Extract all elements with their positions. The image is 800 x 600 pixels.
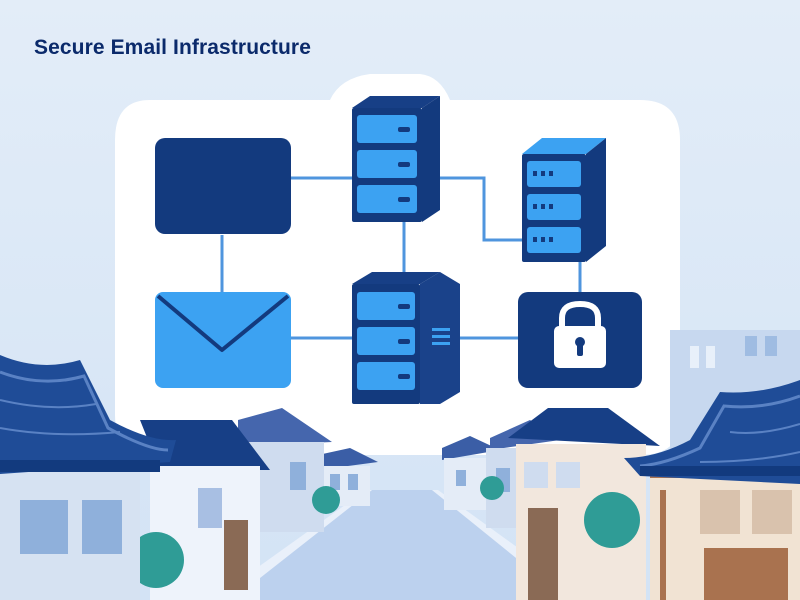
server-rack-icon — [533, 171, 553, 242]
security-tile — [518, 292, 642, 388]
server-rack-icon — [398, 304, 410, 379]
house-right-traditional — [624, 380, 800, 600]
server-center — [352, 272, 460, 404]
road — [225, 490, 575, 600]
edge-server-top-right — [440, 176, 522, 242]
server-top — [352, 96, 440, 222]
page-title: Secure Email Infrastructure — [34, 36, 311, 59]
street-scene — [0, 330, 800, 600]
house-right-near — [508, 408, 660, 600]
padlock-icon — [554, 300, 606, 368]
server-right — [522, 138, 606, 262]
house-left-near — [128, 420, 270, 600]
envelope-icon — [156, 294, 290, 352]
email-tile — [155, 292, 291, 388]
client-box — [155, 138, 291, 234]
server-rack-icon — [398, 127, 410, 202]
connector-lines — [220, 176, 582, 340]
house-left-traditional — [0, 355, 176, 600]
